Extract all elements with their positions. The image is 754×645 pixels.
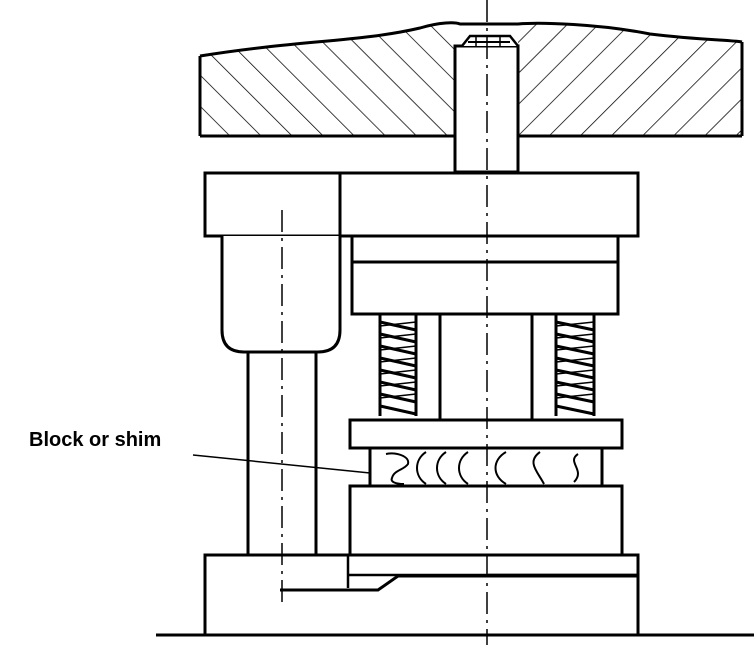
punch-holder-plate xyxy=(203,171,640,238)
die-shoe xyxy=(203,553,640,637)
top-ram-section xyxy=(198,21,744,138)
guide-pillar xyxy=(246,352,318,555)
callout-label: Block or shim xyxy=(29,429,162,451)
spring-right xyxy=(554,314,596,416)
punch xyxy=(438,314,534,420)
backing-plate xyxy=(350,234,620,316)
spring-left xyxy=(378,314,418,416)
callout-leader xyxy=(192,454,371,474)
stripper-plate xyxy=(348,418,624,450)
die-block xyxy=(348,484,624,558)
block-or-shim xyxy=(368,446,604,488)
guide-bushing xyxy=(220,236,342,354)
